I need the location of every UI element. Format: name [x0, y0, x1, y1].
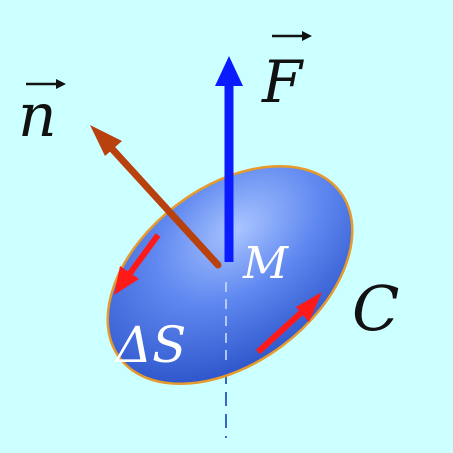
label-contour: C — [352, 272, 399, 345]
circulation-arrow-left — [114, 233, 161, 295]
label-normal-text: n — [18, 81, 57, 151]
circulation-arrow-right — [255, 292, 322, 355]
label-point: M — [242, 238, 289, 289]
label-force: F — [261, 31, 312, 116]
label-area: ΔS — [114, 316, 186, 374]
surface-element — [106, 164, 354, 386]
label-normal: n — [18, 79, 66, 151]
normal-vector-arrow — [90, 125, 222, 269]
vector-overarrow-icon — [26, 79, 66, 89]
label-force-text: F — [261, 48, 304, 116]
vector-overarrow-icon — [272, 31, 312, 41]
force-vector-arrow — [215, 56, 243, 262]
